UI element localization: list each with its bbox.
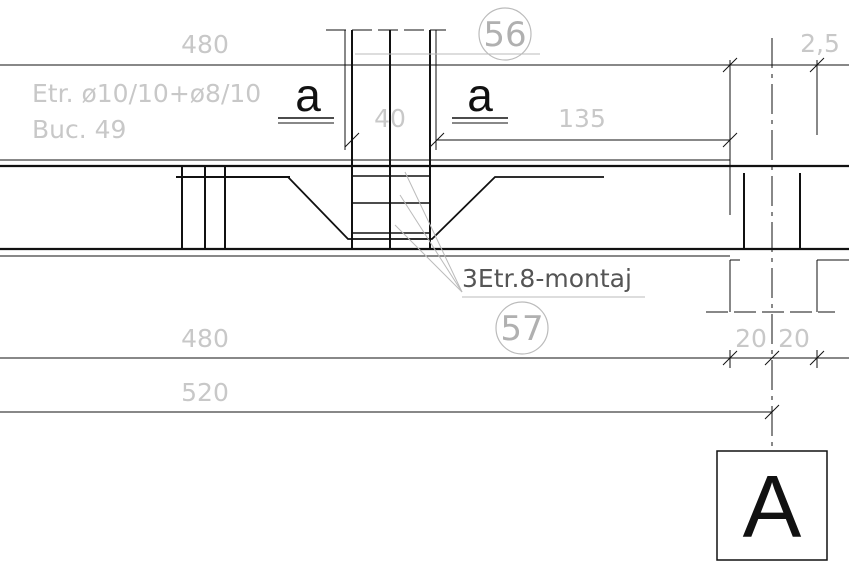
note-pieces: Buc. 49	[32, 115, 126, 144]
beam-outline	[0, 159, 849, 257]
note-stirrups: Etr. ø10/10+ø8/10	[32, 79, 261, 108]
note-mounting-stirrups: 3Etr.8-montaj	[462, 264, 632, 293]
bubble-57: 57	[495, 301, 549, 355]
dim-left-support: 20	[735, 324, 767, 353]
left-rebar-group	[176, 167, 290, 249]
section-mark-left: a	[278, 69, 334, 124]
svg-text:57: 57	[500, 309, 543, 349]
dim-opening: 40	[374, 104, 406, 133]
svg-text:A: A	[743, 457, 802, 556]
detail-tag: A	[716, 450, 828, 561]
dim-right-segment: 135	[558, 104, 606, 133]
dim-top-length: 480	[181, 30, 229, 59]
column-cage	[326, 29, 446, 249]
bent-rebar	[287, 176, 604, 240]
svg-text:a: a	[467, 69, 493, 121]
leader-lines	[355, 53, 645, 298]
dim-right-support: 20	[778, 324, 810, 353]
right-support	[706, 38, 849, 450]
dim-bottom-length-1: 480	[181, 324, 229, 353]
section-mark-right: a	[452, 69, 508, 124]
dim-bottom-length-2: 520	[181, 378, 229, 407]
svg-text:56: 56	[483, 15, 526, 55]
dim-cover: 2,5	[800, 29, 840, 58]
svg-text:a: a	[295, 69, 321, 121]
bubble-56: 56	[478, 7, 532, 61]
dimension-lines	[0, 57, 849, 420]
